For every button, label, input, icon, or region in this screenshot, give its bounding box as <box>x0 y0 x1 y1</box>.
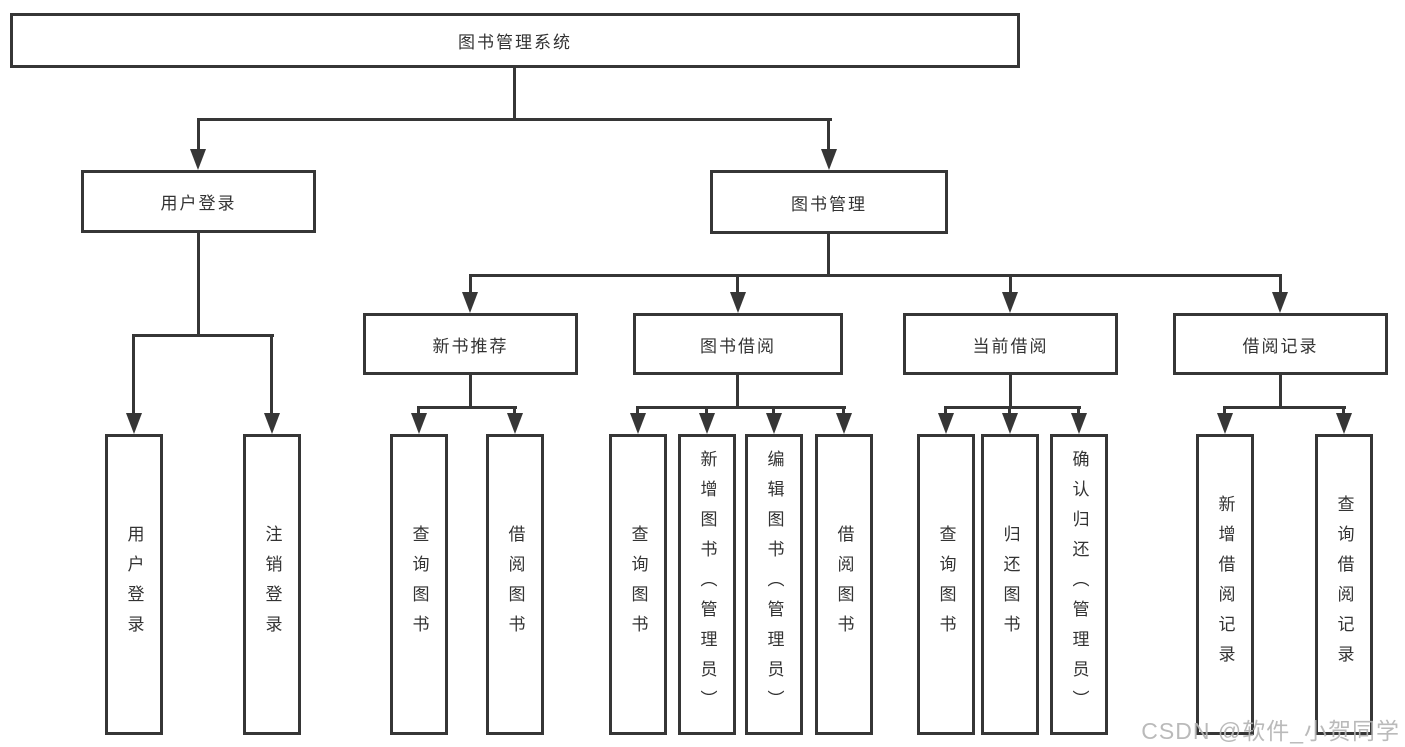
leaf-logout: 注销登录 <box>243 434 301 735</box>
arrow-down-icon <box>507 413 523 434</box>
arrow-down-icon <box>1217 413 1233 434</box>
leaf-query-books-current: 查询图书 <box>917 434 975 735</box>
leaf-add-borrow-record-label: 新增借阅记录 <box>1215 494 1235 675</box>
node-current-borrow-label: 当前借阅 <box>972 336 1049 356</box>
arrow-down-icon <box>1002 292 1018 313</box>
arrow-down-icon <box>938 413 954 434</box>
connector-stem-leaf-user-login <box>132 334 135 416</box>
connector-stem-leaf <box>636 406 639 416</box>
leaf-query-borrow-record: 查询借阅记录 <box>1315 434 1373 735</box>
connector-stem-leaf-logout <box>270 334 273 416</box>
leaf-add-borrow-record: 新增借阅记录 <box>1196 434 1254 735</box>
arrow-down-icon <box>766 413 782 434</box>
leaf-query-books-current-label: 查询图书 <box>936 524 956 645</box>
connector-stem-leaf <box>1077 406 1080 416</box>
connector-stem-leaf <box>842 406 845 416</box>
connector-stem-leaf <box>417 406 420 416</box>
leaf-return-book-label: 归还图书 <box>1000 524 1020 645</box>
connector-new-book-recommend-drop <box>469 373 472 409</box>
node-root: 图书管理系统 <box>10 13 1020 68</box>
arrow-down-icon <box>190 149 206 170</box>
connector-book-borrow-hbar <box>636 406 846 409</box>
arrow-down-icon <box>836 413 852 434</box>
node-new-book-recommend: 新书推荐 <box>363 313 578 375</box>
leaf-query-borrow-record-label: 查询借阅记录 <box>1334 494 1354 675</box>
connector-stem-leaf <box>1342 406 1345 416</box>
connector-stem-leaf <box>772 406 775 416</box>
connector-root-drop <box>513 66 516 120</box>
node-current-borrow: 当前借阅 <box>903 313 1118 375</box>
connector-stem-leaf <box>513 406 516 416</box>
connector-user-login-drop <box>197 231 200 337</box>
connector-stem-current-borrow <box>1009 274 1012 296</box>
leaf-confirm-return-admin: 确认归还（管理员） <box>1050 434 1108 735</box>
arrow-down-icon <box>1272 292 1288 313</box>
connector-stem-leaf <box>1008 406 1011 416</box>
leaf-borrow-books-recommend-label: 借阅图书 <box>505 524 525 645</box>
connector-root-hbar <box>197 118 832 121</box>
connector-stem-new-book-recommend <box>469 274 472 296</box>
connector-borrow-records-drop <box>1279 373 1282 409</box>
arrow-down-icon <box>1071 413 1087 434</box>
leaf-edit-book-admin: 编辑图书（管理员） <box>745 434 803 735</box>
node-book-management: 图书管理 <box>710 170 948 234</box>
leaf-add-book-admin-label: 新增图书（管理员） <box>697 449 717 720</box>
leaf-confirm-return-admin-label: 确认归还（管理员） <box>1069 449 1089 720</box>
connector-stem-book-management <box>827 118 830 154</box>
csdn-watermark: CSDN @软件_小贺同学 <box>1141 718 1400 744</box>
connector-stem-user-login <box>197 118 200 154</box>
arrow-down-icon <box>1336 413 1352 434</box>
leaf-user-login-label: 用户登录 <box>124 524 144 645</box>
node-user-login: 用户登录 <box>81 170 316 233</box>
connector-borrow-records-hbar <box>1223 406 1346 409</box>
connector-book-management-hbar <box>469 274 1282 277</box>
connector-stem-book-borrow <box>736 274 739 296</box>
connector-current-borrow-hbar <box>944 406 1081 409</box>
leaf-return-book: 归还图书 <box>981 434 1039 735</box>
arrow-down-icon <box>462 292 478 313</box>
node-book-management-label: 图书管理 <box>791 194 867 214</box>
connector-stem-leaf <box>705 406 708 416</box>
leaf-query-books-recommend: 查询图书 <box>390 434 448 735</box>
leaf-add-book-admin: 新增图书（管理员） <box>678 434 736 735</box>
arrow-down-icon <box>264 413 280 434</box>
connector-current-borrow-drop <box>1009 373 1012 409</box>
node-book-borrow-label: 图书借阅 <box>700 336 776 356</box>
node-borrow-records: 借阅记录 <box>1173 313 1388 375</box>
node-new-book-recommend-label: 新书推荐 <box>432 336 509 356</box>
leaf-logout-label: 注销登录 <box>262 524 282 645</box>
arrow-down-icon <box>821 149 837 170</box>
arrow-down-icon <box>411 413 427 434</box>
leaf-borrow-books: 借阅图书 <box>815 434 873 735</box>
node-root-label: 图书管理系统 <box>458 33 572 52</box>
arrow-down-icon <box>1002 413 1018 434</box>
node-book-borrow: 图书借阅 <box>633 313 843 375</box>
connector-stem-borrow-records <box>1279 274 1282 296</box>
leaf-query-books-borrow: 查询图书 <box>609 434 667 735</box>
leaf-query-books-recommend-label: 查询图书 <box>409 524 429 645</box>
connector-user-login-hbar <box>132 334 274 337</box>
arrow-down-icon <box>630 413 646 434</box>
leaf-user-login: 用户登录 <box>105 434 163 735</box>
connector-stem-leaf <box>944 406 947 416</box>
arrow-down-icon <box>730 292 746 313</box>
leaf-borrow-books-recommend: 借阅图书 <box>486 434 544 735</box>
leaf-query-books-borrow-label: 查询图书 <box>628 524 648 645</box>
connector-book-management-drop <box>827 232 830 277</box>
node-user-login-label: 用户登录 <box>160 194 237 213</box>
arrow-down-icon <box>126 413 142 434</box>
node-borrow-records-label: 借阅记录 <box>1242 336 1319 356</box>
arrow-down-icon <box>699 413 715 434</box>
connector-new-book-recommend-hbar <box>417 406 517 409</box>
connector-book-borrow-drop <box>736 373 739 409</box>
connector-stem-leaf <box>1223 406 1226 416</box>
leaf-borrow-books-label: 借阅图书 <box>834 524 854 645</box>
leaf-edit-book-admin-label: 编辑图书（管理员） <box>764 449 784 720</box>
